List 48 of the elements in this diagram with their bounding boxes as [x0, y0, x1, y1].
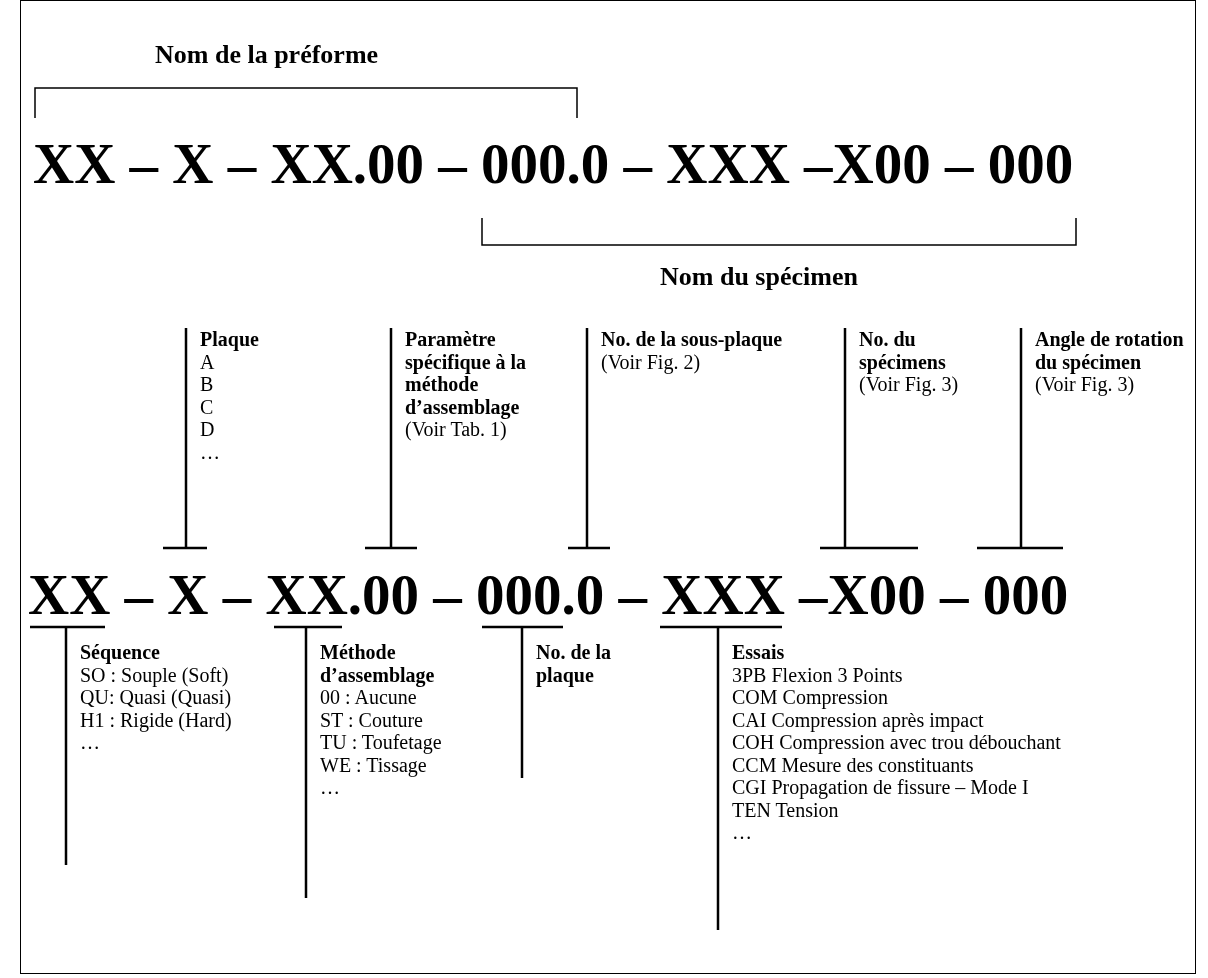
annotation-text: TEN Tension: [732, 798, 839, 821]
annotation-text: …: [732, 821, 753, 844]
annotation-text: A: [200, 350, 215, 373]
annotation-text: QU: Quasi (Quasi): [80, 686, 233, 709]
annotation-text: SO : Souple (Soft): [80, 663, 230, 686]
annotation-heading: Essais: [732, 641, 786, 664]
annotation-text: CGI Propagation de fissure – Mode I: [732, 776, 1030, 799]
annotation-text: COH Compression avec trou débouchant: [732, 731, 1062, 754]
leader-line: [272, 625, 344, 900]
annotation-text: …: [320, 776, 341, 799]
annotation-heading: Paramètre spécifique à la méthode d’assemblage: [405, 328, 528, 418]
annotation-heading: No. de la plaque: [536, 641, 612, 686]
leader-line: [818, 326, 920, 550]
annotation-text: …: [80, 731, 101, 754]
annotation-heading: Angle de rotation du spécimen: [1035, 328, 1185, 373]
annotation-heading: Méthode d’assemblage: [320, 641, 436, 686]
annotation-text: …: [200, 440, 221, 463]
heading: Nom de la préforme: [155, 40, 379, 70]
annotation-heading: No. de la sous-plaque: [601, 328, 784, 351]
leader-line: [480, 625, 565, 780]
leader-line: [363, 326, 419, 550]
leader-line: [975, 326, 1065, 550]
annotation-text: D: [200, 418, 216, 441]
annotation-heading: Plaque: [200, 328, 260, 351]
annotation-text: (Voir Fig. 3): [1035, 373, 1135, 396]
annotation-text: B: [200, 373, 215, 396]
annotation-text: H1 : Rigide (Hard): [80, 708, 233, 731]
heading: Nom du spécimen: [660, 262, 858, 292]
annotation-text: COM Compression: [732, 686, 890, 709]
annotation-text: 3PB Flexion 3 Points: [732, 663, 904, 686]
annotation-text: TU : Toufetage: [320, 731, 443, 754]
annotation-heading: Séquence: [80, 641, 161, 664]
annotation-text: (Voir Fig. 2): [601, 350, 701, 373]
leader-line: [658, 625, 784, 932]
annotation-text: 00 : Aucune: [320, 686, 417, 709]
annotation-text: (Voir Fig. 3): [859, 373, 960, 396]
code-string: XX – X – XX.00 – 000.0 – XXX –X00 – 000: [33, 132, 1074, 196]
annotation-text: CAI Compression après impact: [732, 708, 985, 731]
leader-line: [161, 326, 209, 550]
leader-line: [28, 625, 107, 867]
annotation-text: ST : Couture: [320, 708, 424, 731]
annotation-heading: No. du spécimens: [859, 328, 947, 373]
code-string: XX – X – XX.00 – 000.0 – XXX –X00 – 000: [28, 563, 1069, 627]
annotation-text: WE : Tissage: [320, 753, 427, 776]
annotation-text: C: [200, 395, 215, 418]
annotation-text: CCM Mesure des constituants: [732, 753, 975, 776]
leader-line: [566, 326, 612, 550]
annotation-text: (Voir Tab. 1): [405, 418, 507, 441]
